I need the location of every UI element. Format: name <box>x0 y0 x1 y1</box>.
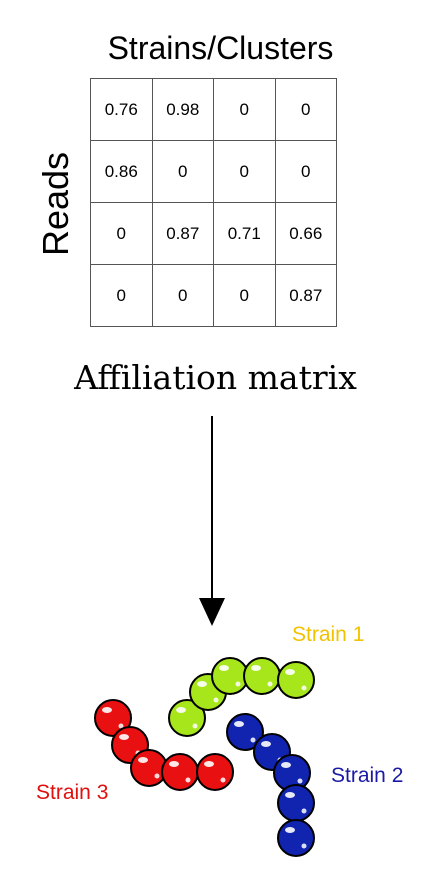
matrix-cell: 0 <box>274 78 337 141</box>
bead-highlight <box>285 827 295 833</box>
matrix-cell: 0.76 <box>90 78 153 141</box>
bead-highlight <box>169 761 179 767</box>
bead <box>161 753 199 791</box>
bead-highlight <box>204 761 214 767</box>
matrix-cell: 0 <box>151 264 214 327</box>
bead-highlight <box>261 741 271 747</box>
affiliation-matrix-caption: Affiliation matrix <box>74 358 357 397</box>
bead <box>196 753 234 791</box>
bead-highlight <box>250 737 256 743</box>
affiliation-matrix: 0.76 0.98 0 0 0.86 0 0 0 0 0.87 0.71 0.6… <box>90 78 337 327</box>
bead-highlight <box>285 669 295 675</box>
bead-highlight <box>219 665 229 671</box>
bead-highlight <box>234 721 244 727</box>
bead-highlight <box>213 697 219 703</box>
bead-highlight <box>138 757 148 763</box>
bead-highlight <box>285 792 295 798</box>
bead <box>211 657 249 695</box>
strain-3-label: Strain 3 <box>36 781 109 804</box>
matrix-title: Strains/Clusters <box>107 30 334 66</box>
matrix-row: 0 0.87 0.71 0.66 <box>90 202 337 265</box>
bead <box>243 657 281 695</box>
bead-highlight <box>301 808 307 814</box>
bead <box>277 819 315 857</box>
bead-highlight <box>251 665 261 671</box>
bead-highlight <box>192 723 198 729</box>
bead-highlight <box>119 734 129 740</box>
bead <box>277 661 315 699</box>
matrix-row: 0.76 0.98 0 0 <box>90 78 337 141</box>
bead <box>277 784 315 822</box>
matrix-cell: 0.87 <box>274 264 337 327</box>
matrix-cell: 0.71 <box>213 202 276 265</box>
matrix-cell: 0 <box>213 140 276 203</box>
matrix-row: 0 0 0 0.87 <box>90 264 337 327</box>
bead-chains <box>94 657 315 857</box>
matrix-cell: 0 <box>90 264 153 327</box>
matrix-cell: 0.66 <box>274 202 337 265</box>
down-arrow-head <box>199 598 225 626</box>
matrix-cell: 0.98 <box>151 78 214 141</box>
bead-highlight <box>301 843 307 849</box>
bead-highlight <box>197 681 207 687</box>
strain-2-label: Strain 2 <box>331 764 404 787</box>
bead-highlight <box>118 723 124 729</box>
bead-highlight <box>185 777 191 783</box>
bead-highlight <box>102 707 112 713</box>
bead-highlight <box>301 685 307 691</box>
bead-highlight <box>267 681 273 687</box>
strain-1-label: Strain 1 <box>292 623 365 646</box>
bead-highlight <box>297 778 303 784</box>
matrix-cell: 0 <box>151 140 214 203</box>
matrix-row: 0.86 0 0 0 <box>90 140 337 203</box>
bead-highlight <box>220 777 226 783</box>
matrix-cell: 0.86 <box>90 140 153 203</box>
matrix-cell: 0 <box>213 78 276 141</box>
bead-highlight <box>154 773 160 779</box>
bead-highlight <box>235 681 241 687</box>
matrix-cell: 0 <box>274 140 337 203</box>
bead-highlight <box>281 762 291 768</box>
bead-highlight <box>176 707 186 713</box>
